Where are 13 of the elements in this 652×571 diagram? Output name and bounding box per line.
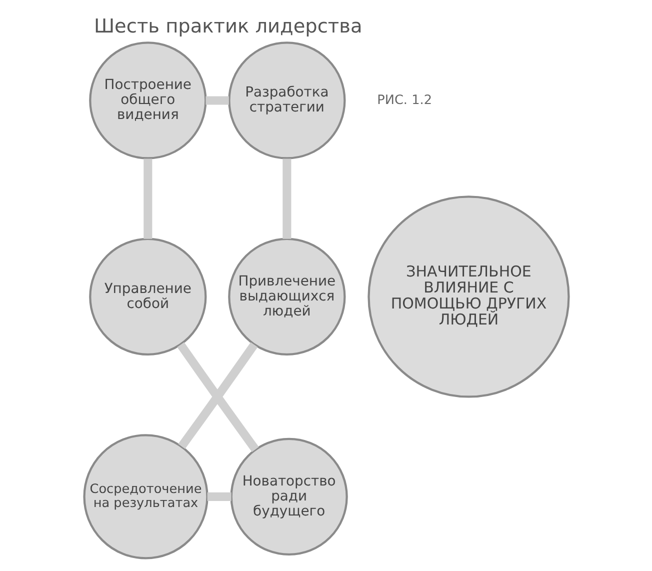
connector	[205, 96, 228, 105]
node-circle: Привлечение выдающихся людей	[228, 238, 346, 356]
node-circle: Сосредоточение на результатах	[82, 434, 208, 560]
diagram-title: Шесть практик лидерства	[93, 14, 362, 38]
node-circle: Новаторство ради будущего	[230, 438, 348, 556]
label: РИС. 1.2	[376, 92, 432, 108]
connector	[206, 492, 231, 501]
connector	[143, 158, 152, 239]
node-circle: Построение общего видения	[88, 42, 206, 160]
node-circle: ЗНАЧИТЕЛЬНОЕ ВЛИЯНИЕ С ПОМОЩЬЮ ДРУГИХ ЛЮДЕЙ	[367, 196, 570, 398]
node-circle: Управление собой	[88, 238, 206, 356]
node-circle: Разработка стратегии	[228, 42, 346, 160]
connector	[282, 158, 291, 239]
